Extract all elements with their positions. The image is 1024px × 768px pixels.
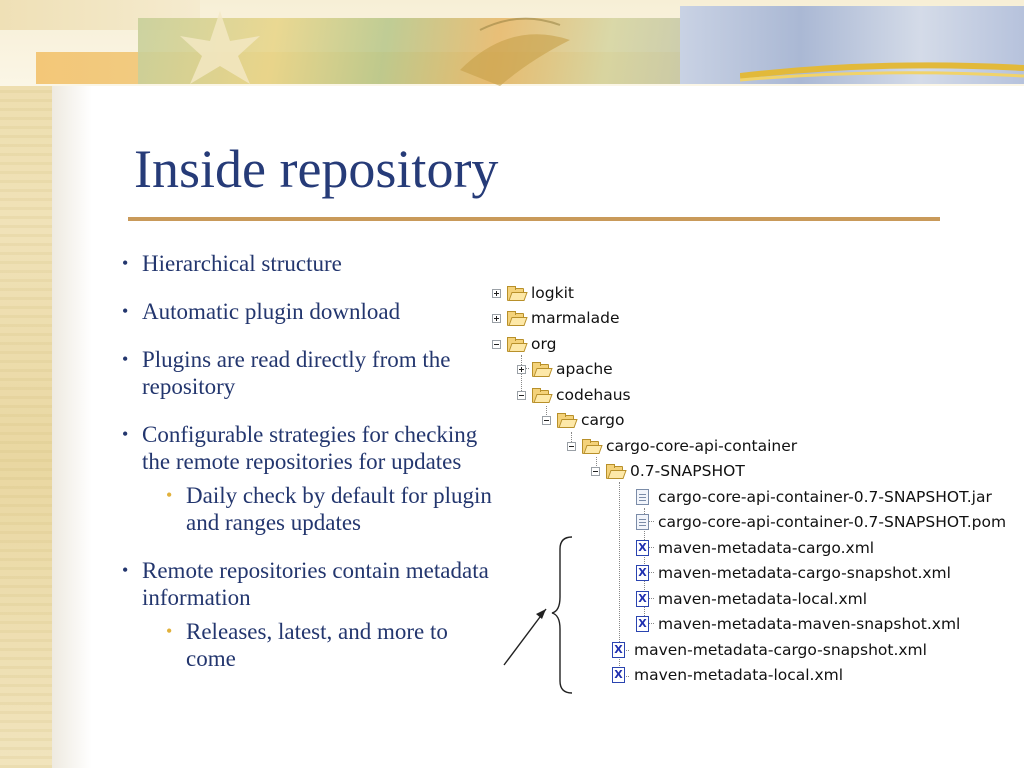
sub-bullet-item: •Daily check by default for plugin and r… [166, 483, 492, 535]
sub-bullet-icon: • [166, 485, 173, 505]
leaf-decoration-icon [180, 11, 260, 84]
xml-file-icon: X [612, 642, 625, 658]
folder-icon [582, 439, 603, 454]
tree-node-metadata-cargo-snapshot-parent[interactable]: X maven-metadata-cargo-snapshot.xml [612, 639, 927, 661]
sub-bullet-icon: • [166, 621, 173, 641]
left-shade [52, 86, 92, 768]
expand-icon[interactable] [492, 288, 501, 298]
tree-node-metadata-local-parent[interactable]: X maven-metadata-local.xml [612, 664, 843, 686]
collapse-icon[interactable] [567, 441, 576, 451]
xml-file-icon: X [636, 591, 649, 607]
folder-icon [507, 286, 528, 301]
tree-node-metadata-local[interactable]: X maven-metadata-local.xml [636, 588, 867, 610]
xml-file-icon: X [636, 565, 649, 581]
top-banner [0, 0, 1024, 86]
tree-node-logkit[interactable]: logkit [492, 282, 574, 304]
folder-icon [532, 362, 553, 377]
bullet-item: •Hierarchical structure [122, 251, 342, 276]
bullet-item: •Automatic plugin download [122, 299, 401, 324]
repository-tree: logkit marmalade org apache codehaus car… [488, 280, 1024, 700]
tree-node-org[interactable]: org [492, 333, 556, 355]
collapse-icon[interactable] [517, 390, 526, 400]
folder-icon [557, 413, 578, 428]
tree-node-0.7-snapshot[interactable]: 0.7-SNAPSHOT [591, 460, 745, 482]
sub-bullet-item: •Releases, latest, and more to come [166, 619, 448, 671]
title-underline [128, 217, 940, 221]
tree-node-jar[interactable]: cargo-core-api-container-0.7-SNAPSHOT.ja… [636, 486, 992, 508]
collapse-icon[interactable] [492, 339, 501, 349]
folder-icon [507, 337, 528, 352]
expand-icon[interactable] [492, 313, 501, 323]
folder-icon [606, 464, 627, 479]
slide-title: Inside repository [134, 139, 499, 199]
tree-node-apache[interactable]: apache [517, 358, 613, 380]
left-decorative-strip [0, 0, 52, 768]
bullet-item: •Configurable strategies for checking th… [118, 421, 498, 536]
xml-file-icon: X [636, 616, 649, 632]
expand-icon[interactable] [517, 364, 526, 374]
bullet-icon: • [122, 301, 129, 321]
leaf-decoration-icon [460, 17, 570, 86]
tree-node-cargo[interactable]: cargo [542, 409, 624, 431]
tree-node-marmalade[interactable]: marmalade [492, 307, 619, 329]
bullet-item: •Plugins are read directly from the repo… [122, 347, 451, 399]
xml-file-icon: X [636, 540, 649, 556]
file-icon [636, 489, 649, 505]
bullet-item: •Remote repositories contain metadata in… [118, 557, 498, 672]
tree-node-cargo-core-api-container[interactable]: cargo-core-api-container [567, 435, 797, 457]
bullet-icon: • [122, 349, 129, 369]
file-icon [636, 514, 649, 530]
tree-node-pom[interactable]: cargo-core-api-container-0.7-SNAPSHOT.po… [636, 511, 1006, 533]
folder-icon [507, 311, 528, 326]
bullet-icon: • [122, 253, 129, 273]
collapse-icon[interactable] [542, 415, 551, 425]
tree-node-metadata-cargo[interactable]: X maven-metadata-cargo.xml [636, 537, 874, 559]
brace-arrow-annotation [503, 536, 573, 694]
bullet-icon: • [122, 560, 129, 580]
collapse-icon[interactable] [591, 466, 600, 476]
bullet-list: •Hierarchical structure •Automatic plugi… [118, 250, 498, 693]
xml-file-icon: X [612, 667, 625, 683]
folder-icon [532, 388, 553, 403]
tree-node-metadata-cargo-snapshot[interactable]: X maven-metadata-cargo-snapshot.xml [636, 562, 951, 584]
tree-node-metadata-maven-snapshot[interactable]: X maven-metadata-maven-snapshot.xml [636, 613, 960, 635]
grain-decoration-icon [740, 62, 1024, 82]
bullet-icon: • [122, 424, 129, 444]
tree-node-codehaus[interactable]: codehaus [517, 384, 631, 406]
